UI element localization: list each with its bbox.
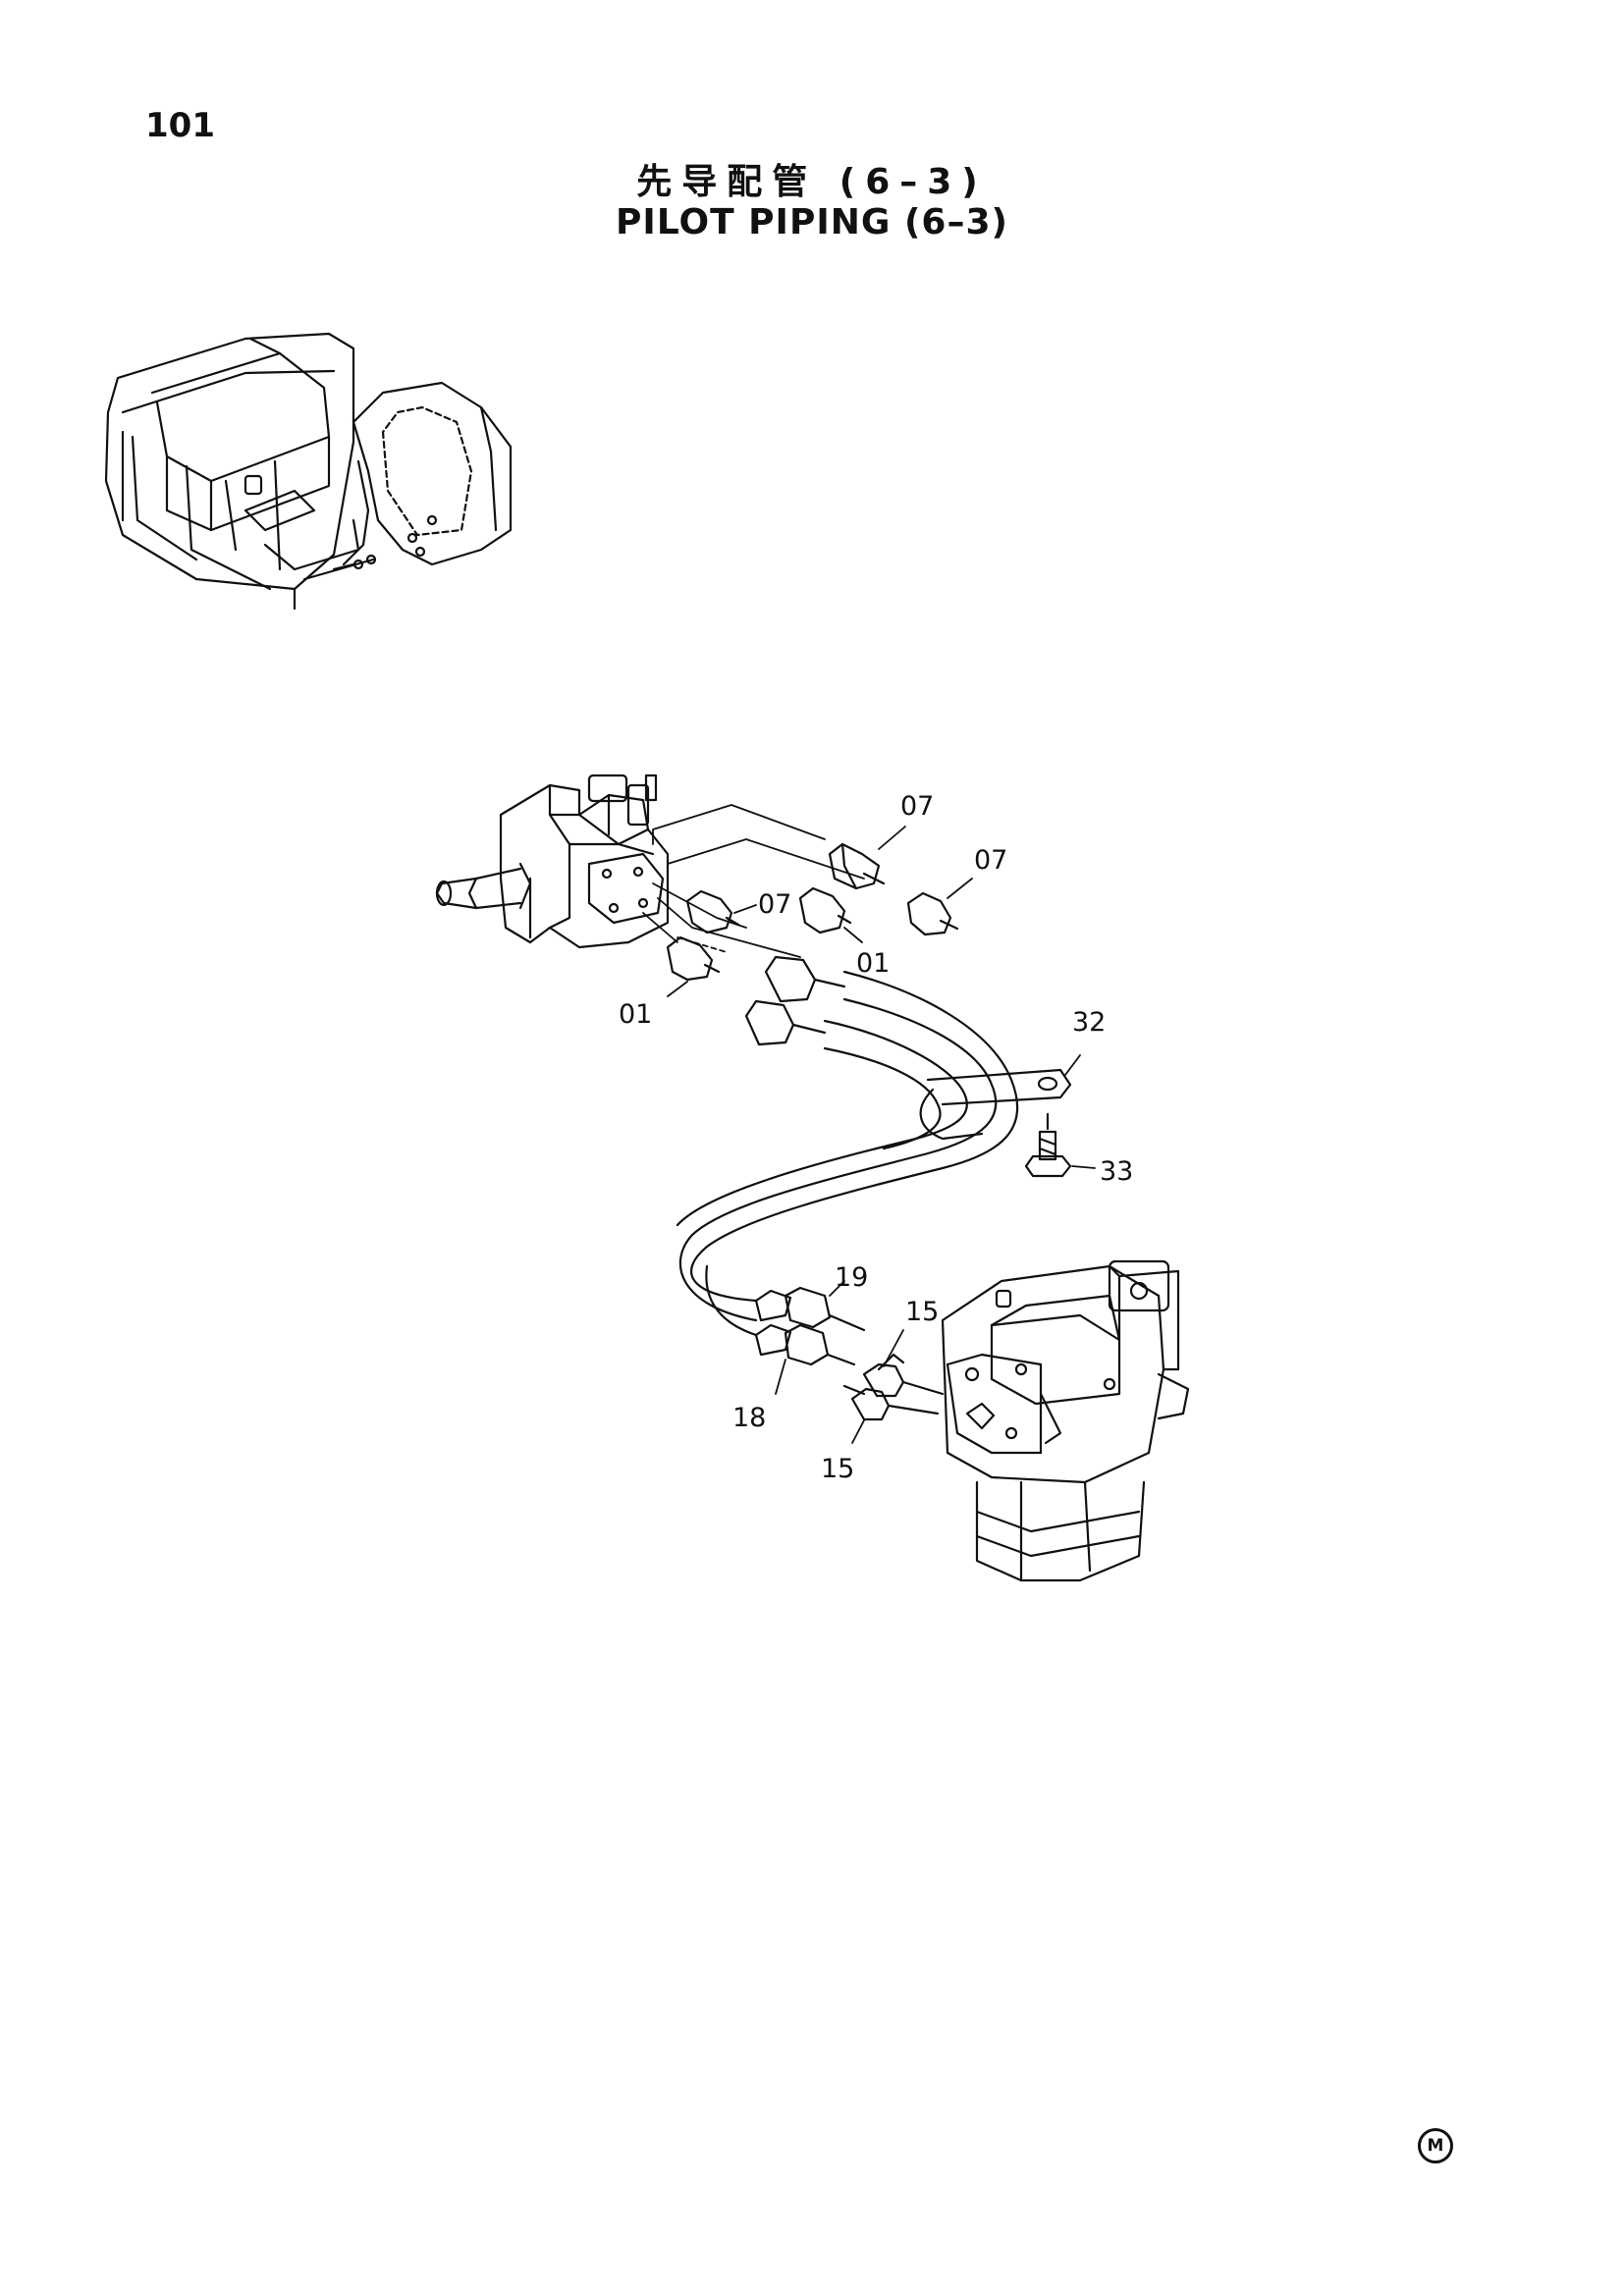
pilot-valve-illustration <box>435 774 670 949</box>
page-number: 101 <box>145 106 215 145</box>
pipe-routing-lines <box>642 804 865 958</box>
callout-07-middle: 07 <box>758 889 791 920</box>
fittings-lower <box>754 1286 945 1421</box>
page-title-english: PILOT PIPING (6–3) <box>616 202 1008 242</box>
callout-33: 33 <box>1100 1156 1133 1187</box>
control-valve-block <box>941 1259 1190 1582</box>
manufacturer-mark: M <box>1418 2128 1453 2163</box>
page-title-chinese: 先导配管 (6–3) <box>636 162 988 202</box>
hoses <box>676 955 1019 1337</box>
callout-07-top: 07 <box>900 791 934 822</box>
callout-01-lower: 01 <box>619 999 652 1030</box>
leader-lines <box>667 826 1096 1444</box>
callout-19: 19 <box>835 1262 868 1293</box>
callout-15-lower: 15 <box>821 1454 854 1484</box>
fittings-upper <box>666 842 959 982</box>
callout-15-upper: 15 <box>905 1297 939 1327</box>
machine-overview-illustration <box>104 332 513 611</box>
callout-18: 18 <box>732 1403 766 1433</box>
callout-01-upper: 01 <box>856 948 890 979</box>
clamp-and-bolt <box>919 1068 1072 1178</box>
callout-labels: 07 07 07 01 01 32 33 19 15 18 15 <box>619 791 1133 1484</box>
callout-32: 32 <box>1072 1007 1106 1038</box>
callout-07-right: 07 <box>974 845 1007 876</box>
